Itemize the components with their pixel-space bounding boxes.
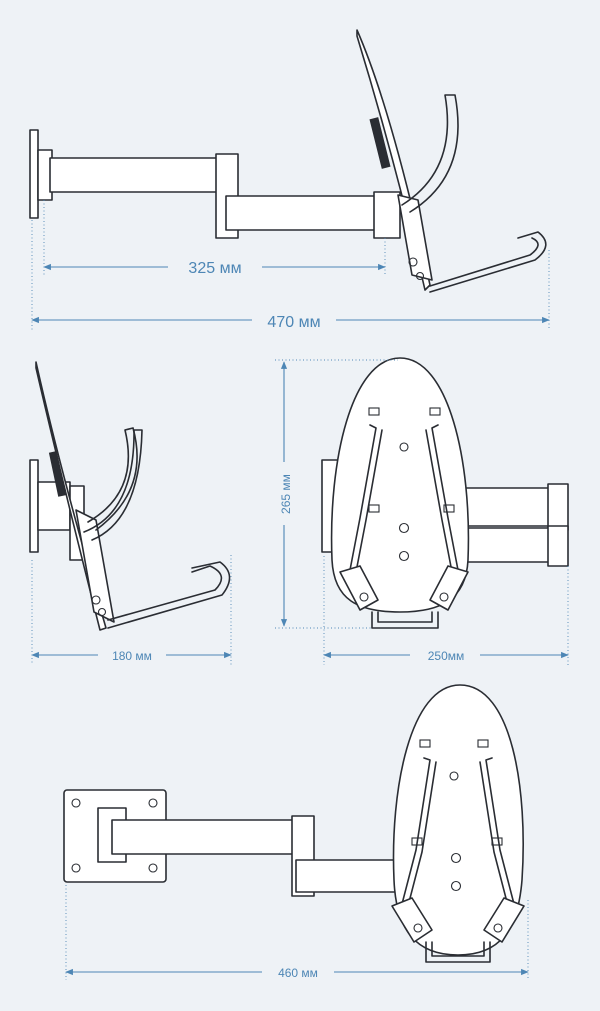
dimension-label-265: 265 мм — [279, 474, 293, 514]
dimension-label-180: 180 мм — [112, 649, 152, 663]
dimension-label-325: 325 мм — [188, 260, 241, 277]
dimension-label-470: 470 мм — [267, 314, 320, 331]
view-plan-extended: 460 мм — [63, 684, 529, 980]
view-side-extended: 325 мм 470 мм — [29, 29, 550, 331]
view-side-folded: 180 мм — [29, 361, 232, 665]
dimension-label-460: 460 мм — [278, 966, 318, 980]
view-front: 265 мм 250мм — [275, 357, 569, 665]
plate-outline-plan — [392, 684, 524, 956]
dimension-label-250: 250мм — [428, 649, 465, 663]
plate-outline — [330, 357, 470, 613]
